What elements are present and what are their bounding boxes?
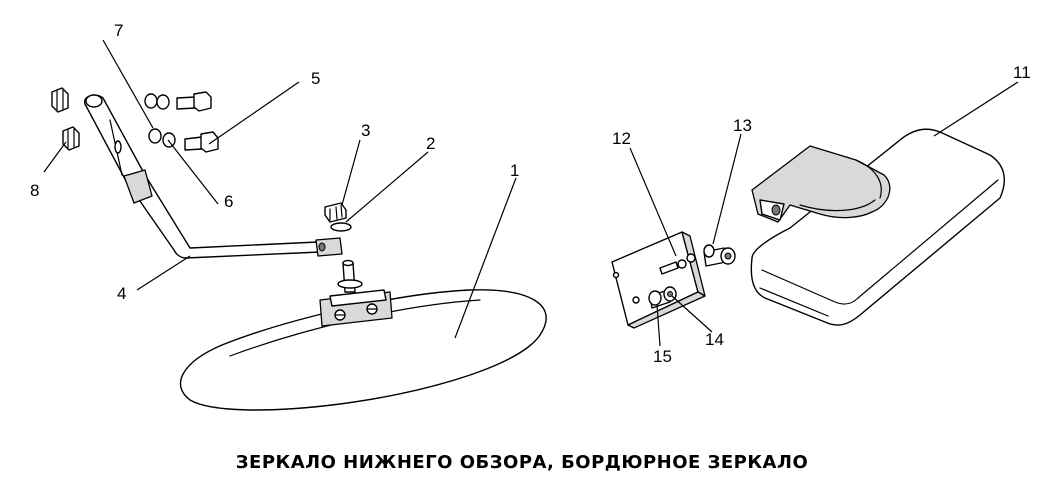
callout-5: 5	[311, 69, 320, 88]
callout-15: 15	[653, 347, 672, 366]
callout-numbers: 1 2 3 4 5 6 7 8 11 12 13 14 15	[30, 21, 1031, 366]
callout-2: 2	[426, 134, 435, 153]
callout-13: 13	[733, 116, 752, 135]
callout-14: 14	[705, 330, 724, 349]
diagram-caption: ЗЕРКАЛО НИЖНЕГО ОБЗОРА, БОРДЮРНОЕ ЗЕРКАЛ…	[235, 452, 809, 473]
callout-6: 6	[224, 192, 233, 211]
part-4-arm-rod	[83, 94, 343, 259]
callout-4: 4	[117, 284, 126, 303]
leader-lines	[43, 39, 1019, 347]
part-13-screw	[703, 244, 736, 267]
part-6-7-washers	[144, 93, 176, 148]
part-12-mounting-plate	[611, 231, 706, 329]
mirror-mount-bracket	[319, 259, 393, 327]
part-5-bolts	[176, 91, 219, 153]
part-14-15-screw	[648, 286, 677, 309]
callout-12: 12	[612, 129, 631, 148]
callout-8: 8	[30, 181, 39, 200]
part-3-nut	[324, 202, 347, 223]
part-2-washer	[330, 222, 352, 232]
callout-11: 11	[1013, 63, 1031, 82]
part-11-kerb-mirror	[750, 128, 1006, 326]
part-8-nuts	[51, 87, 80, 151]
callout-3: 3	[361, 121, 370, 140]
callout-7: 7	[114, 21, 123, 40]
callout-1: 1	[510, 161, 519, 180]
